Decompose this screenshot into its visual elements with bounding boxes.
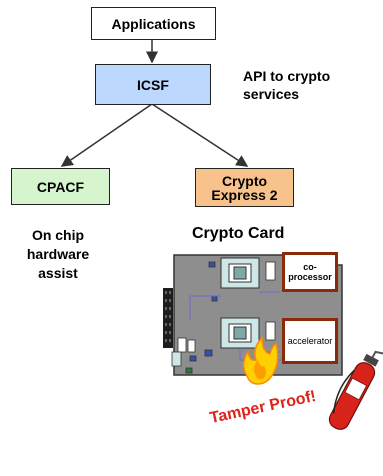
crypto-card-title: Crypto Card xyxy=(192,225,285,242)
cpacf-box: CPACF xyxy=(11,168,110,205)
chip-package xyxy=(220,257,260,349)
onchip-note-line1: On chip xyxy=(31,227,85,243)
fire-extinguisher-icon xyxy=(328,350,383,430)
coprocessor-line2: processor xyxy=(288,272,332,282)
icsf-label: ICSF xyxy=(137,76,169,93)
accelerator-label: accelerator xyxy=(287,336,333,346)
coprocessor-line1: co- xyxy=(303,262,317,272)
arrow-icsf-to-cpacf xyxy=(60,103,153,167)
cpacf-label: CPACF xyxy=(36,178,85,195)
onchip-note: On chip hardware assist xyxy=(16,226,100,283)
coprocessor-chip: co- processor xyxy=(282,252,338,292)
crypto-express-line2: Express 2 xyxy=(211,186,278,203)
applications-box: Applications xyxy=(91,7,216,40)
arrow-icsf-to-crypto xyxy=(151,103,249,167)
fire-icon xyxy=(243,336,279,385)
accelerator-chip: accelerator xyxy=(282,318,338,364)
onchip-note-line2: hardware xyxy=(26,246,90,262)
onchip-note-line3: assist xyxy=(38,265,78,281)
icsf-box: ICSF xyxy=(95,64,211,105)
api-note-line2: services xyxy=(243,86,300,102)
applications-label: Applications xyxy=(111,15,196,32)
crypto-express-line1: Crypto xyxy=(221,172,268,189)
api-note: API to crypto services xyxy=(243,67,330,103)
api-note-line1: API to crypto xyxy=(243,68,331,84)
crypto-express-box: Crypto Express 2 xyxy=(195,168,294,207)
